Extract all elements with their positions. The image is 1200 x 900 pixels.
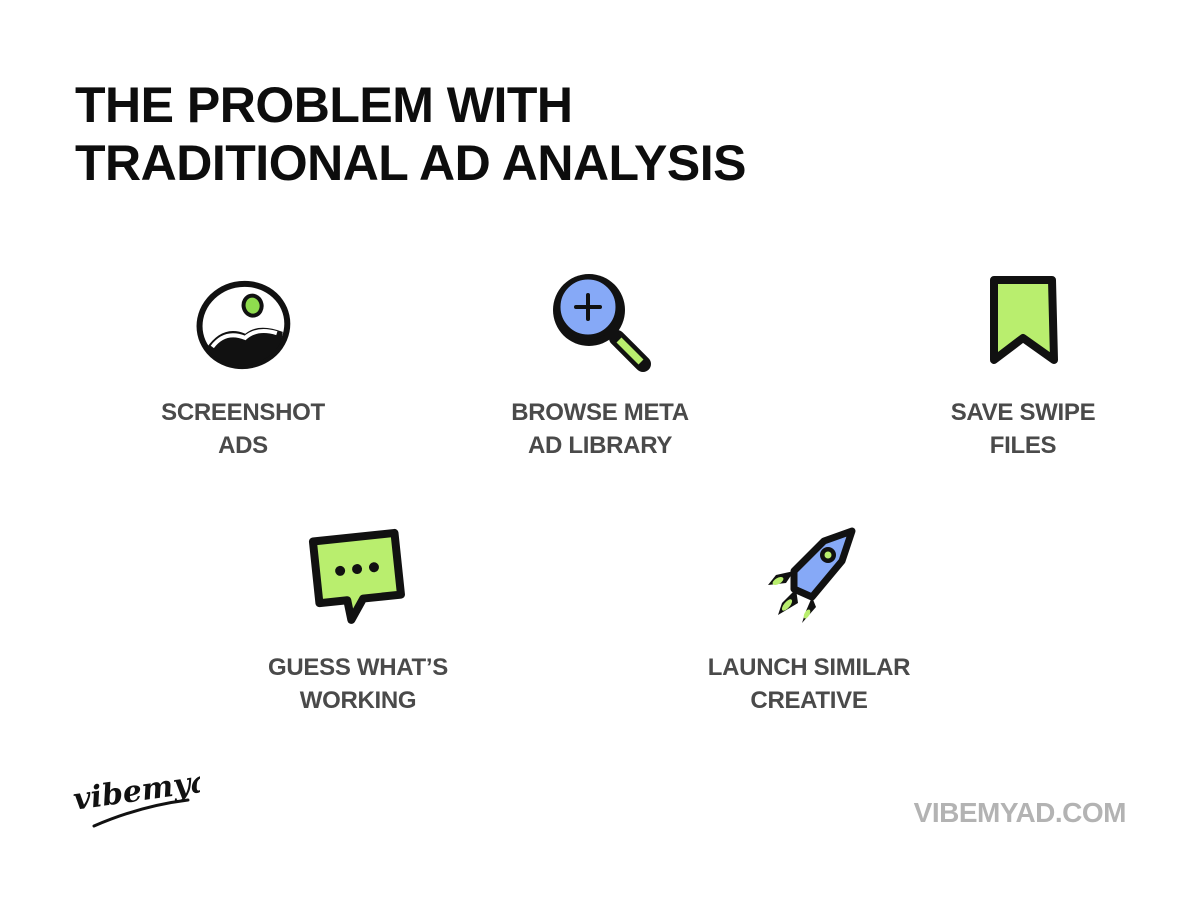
step-label: GUESS WHAT’S WORKING <box>268 654 448 714</box>
magnifier-plus-icon <box>553 274 651 372</box>
step-guess-whats-working: GUESS WHAT’S WORKING <box>218 523 498 717</box>
image-icon <box>196 280 291 370</box>
title-line-1: THE PROBLEM WITH <box>75 77 573 133</box>
step-browse-meta-ad-library: BROWSE META AD LIBRARY <box>460 268 740 462</box>
step-label: LAUNCH SIMILAR CREATIVE <box>707 654 911 714</box>
website-url: VIBEMYAD.COM <box>913 797 1127 828</box>
step-launch-similar-creative: LAUNCH SIMILAR CREATIVE <box>669 523 949 717</box>
title-line-2: TRADITIONAL AD ANALYSIS <box>75 135 746 191</box>
svg-text:vibemyad: vibemyad <box>71 761 200 818</box>
vibemyad-logo: vibemyad <box>71 761 200 828</box>
bookmark-icon <box>990 276 1058 364</box>
step-screenshot-ads: SCREENSHOT ADS <box>103 268 383 462</box>
step-label: BROWSE META AD LIBRARY <box>511 399 689 459</box>
rocket-icon <box>768 527 856 623</box>
step-save-swipe-files: SAVE SWIPE FILES <box>883 268 1163 462</box>
chat-bubble-icon <box>308 528 405 624</box>
step-label: SAVE SWIPE FILES <box>950 399 1096 459</box>
step-label: SCREENSHOT ADS <box>161 399 325 459</box>
page-title: THE PROBLEM WITH TRADITIONAL AD ANALYSIS <box>75 76 746 192</box>
